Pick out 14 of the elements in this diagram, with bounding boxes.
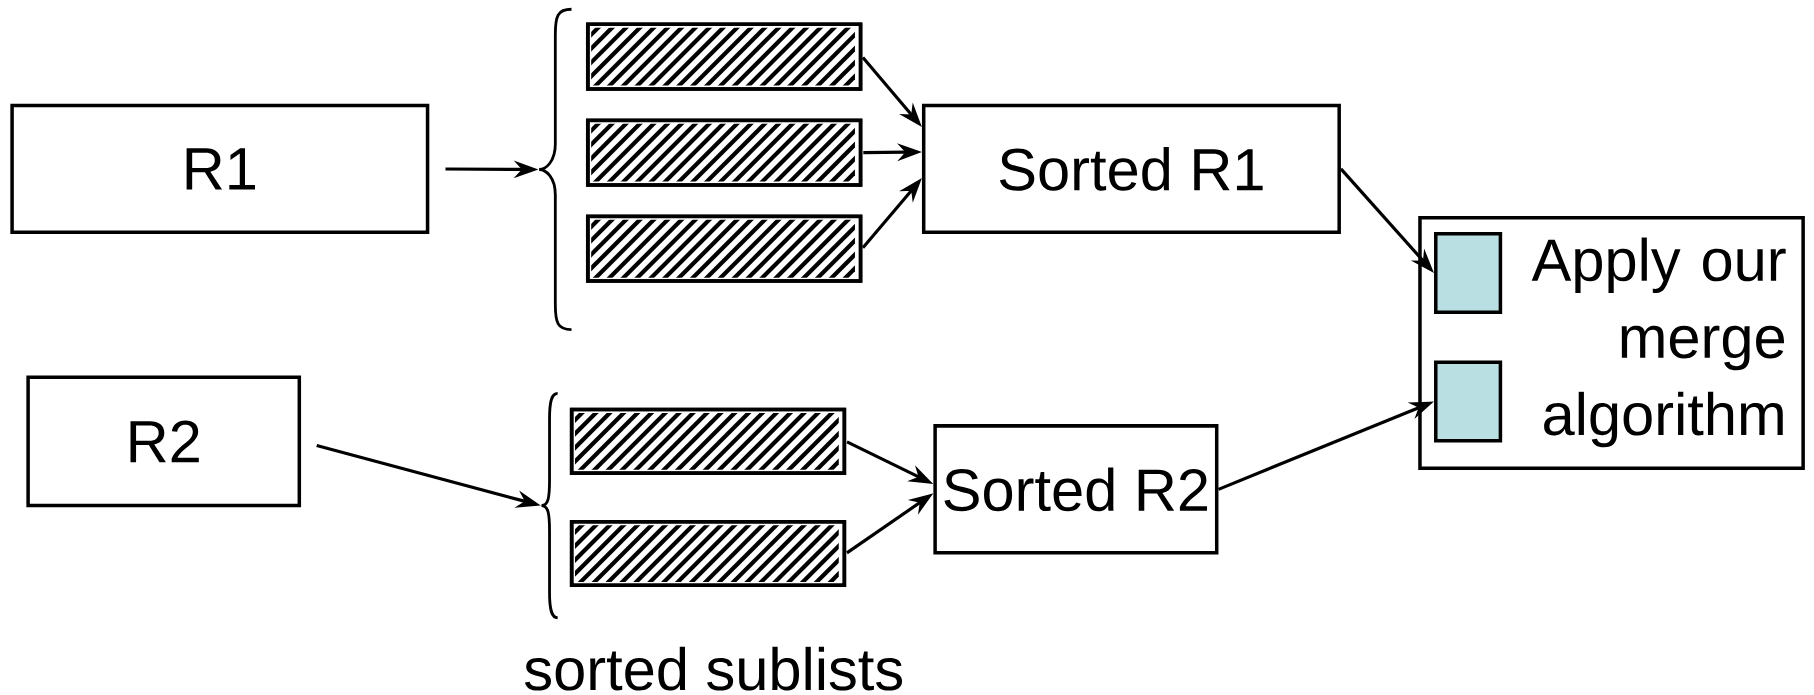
sublist-bar bbox=[569, 407, 847, 475]
caption-text: sorted sublists bbox=[525, 646, 903, 691]
sublist-bar bbox=[585, 22, 863, 91]
input-square bbox=[1434, 231, 1503, 314]
relation-box: Sorted R2 bbox=[933, 424, 1219, 555]
relation-box: R2 bbox=[26, 375, 302, 508]
sublist-bar bbox=[585, 118, 863, 187]
brace bbox=[537, 7, 572, 331]
input-square bbox=[1434, 360, 1503, 443]
relation-box: Sorted R1 bbox=[921, 103, 1341, 234]
brace bbox=[540, 391, 558, 619]
sublist-bar bbox=[569, 519, 847, 587]
sublist-bar bbox=[585, 214, 863, 283]
relation-box: R1 bbox=[10, 103, 430, 234]
